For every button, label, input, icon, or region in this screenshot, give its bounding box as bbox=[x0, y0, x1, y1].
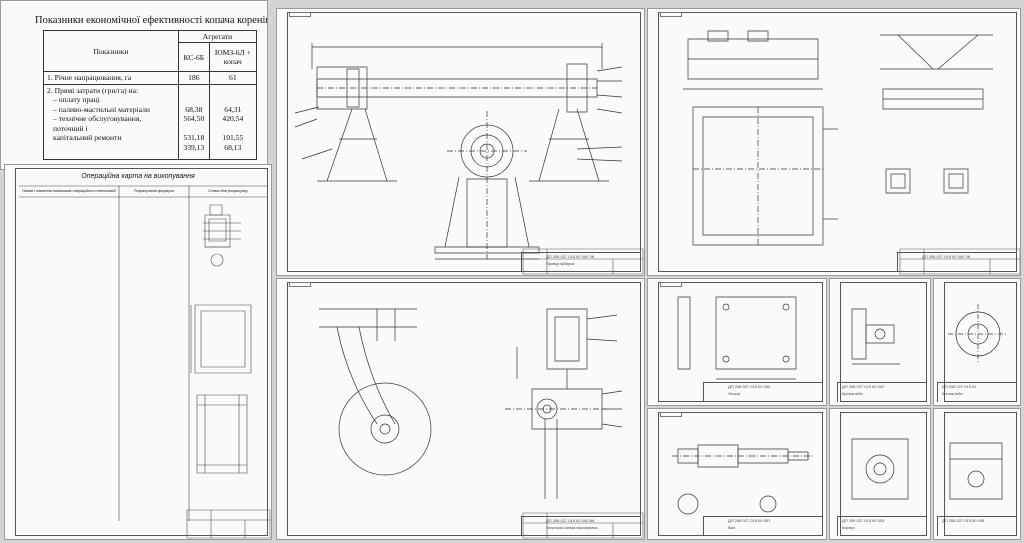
econ-v2-c: 101,55 bbox=[222, 133, 244, 143]
operation-card-title: Операційна карта на викопування bbox=[81, 173, 195, 180]
title-block-name: Корпус bbox=[842, 525, 855, 530]
detail-val-drawing bbox=[648, 409, 827, 540]
title-block: ДП 208 027 015 00 004 Опора bbox=[703, 382, 823, 402]
title-block: ДП 208 027 015 01 Кронштейн bbox=[937, 382, 1017, 402]
title-block: ДП 208 027 015 00 001 Вал bbox=[703, 516, 823, 536]
frame-assembly-sheet: ДП 208 027 015 00 000 ЗК bbox=[647, 8, 1021, 276]
econ-v2-d: 68,13 bbox=[224, 142, 242, 152]
econ-header-col2: ЮМЗ-6Л + копач bbox=[208, 42, 258, 73]
title-block-name: Загальна схема викопувача bbox=[546, 525, 598, 530]
econ-row1-label: 1. Річне напрацювання, га bbox=[43, 71, 179, 85]
title-block-name: Кронштейн bbox=[942, 391, 963, 396]
title-block-name: Кронштейн bbox=[842, 391, 863, 396]
detail-korpus-drawing bbox=[830, 409, 931, 540]
econ-row2-labels: 2. Прямі затрати (грн/га) на: – оплату п… bbox=[43, 83, 179, 160]
econ-v1-c: 531,18 bbox=[183, 133, 205, 143]
econ-v1-a: 68,38 bbox=[185, 104, 203, 114]
sheet-frame bbox=[944, 412, 1017, 536]
title-block: ДП 208 027 015 00 000 ЗК bbox=[897, 252, 1017, 272]
digger-scheme-sheet: ДП 208 027 015 00 000 ВК Загальна схема … bbox=[276, 278, 645, 540]
detail-sheet-kronshtein: ДП 208 027 015 00 002 Кронштейн bbox=[829, 278, 931, 406]
title-block: ДП 208 027 015 00 000 ВК Загальна схема … bbox=[521, 516, 641, 536]
detail-sheet-last: ДП 208 027 015 00 005 bbox=[933, 408, 1021, 540]
sheet-frame bbox=[658, 412, 823, 536]
econ-row2-item-c: – технічне обслуговування, bbox=[53, 114, 142, 124]
econ-row2-values2: 64,31 420,54 101,55 68,13 bbox=[208, 83, 258, 160]
econ-row1-value1: 186 bbox=[178, 71, 210, 85]
operation-card-parameters-text bbox=[23, 201, 25, 210]
econ-header-indicators: Показники bbox=[43, 29, 179, 73]
sheet-frame bbox=[658, 282, 823, 402]
operation-card-sheet: Операційна карта на викопування Назва і … bbox=[4, 164, 272, 540]
frame-assembly-drawing bbox=[648, 9, 1021, 276]
title-block-name: Опора bbox=[728, 391, 740, 396]
econ-header-col2-line1: ЮМЗ-6Л + bbox=[214, 48, 251, 57]
econ-v1-d: 339,13 bbox=[183, 142, 205, 152]
sheet-frame bbox=[287, 12, 641, 272]
detail-last-drawing bbox=[934, 409, 1021, 540]
econ-row2-item-d: поточний і bbox=[53, 123, 88, 133]
title-block-code: ДП 208 027 015 01 bbox=[942, 384, 977, 389]
title-block-code: ДП 208 027 015 00 000 ВК bbox=[546, 518, 595, 523]
title-block: ДП 208 027 015 00 002 Кронштейн bbox=[837, 382, 927, 402]
econ-header-col2-line2: копач bbox=[223, 57, 242, 67]
title-block-code: ДП 208 027 015 00 000 ЗК bbox=[922, 254, 971, 259]
title-block: ДП 208 027 015 00 000 ЗК Привід зубарки bbox=[521, 252, 641, 272]
sheet-frame bbox=[287, 282, 641, 536]
econ-row2-item-a: – оплату праці bbox=[53, 95, 100, 105]
sheet-frame bbox=[15, 168, 268, 536]
econ-row2-item-e: капітальний ремонти bbox=[53, 133, 122, 143]
econ-table: Показники Агрегати КС-6Б ЮМЗ-6Л + копач … bbox=[43, 29, 258, 160]
econ-row2-title: 2. Прямі затрати (грн/га) на: bbox=[47, 85, 139, 95]
econ-v2-a: 64,31 bbox=[224, 104, 242, 114]
sheet-frame bbox=[840, 282, 927, 402]
title-block-code: ДП 208 027 015 00 002 bbox=[842, 384, 885, 389]
economic-efficiency-sheet: Показники економічної ефективності копач… bbox=[0, 0, 268, 170]
drive-assembly-drawing bbox=[277, 9, 645, 276]
title-block-code: ДП 208 027 015 00 001 bbox=[728, 518, 771, 523]
col-header-scheme: Схема для розрахунку bbox=[208, 189, 248, 193]
col-header-formulas: Розрахункові формули bbox=[133, 189, 175, 193]
title-block-name: Привід зубарки bbox=[546, 261, 575, 266]
drive-assembly-sheet: ДП 208 027 015 00 000 ЗК Привід зубарки bbox=[276, 8, 645, 276]
econ-v2-b: 420,54 bbox=[222, 114, 244, 124]
econ-v1-b: 564,50 bbox=[183, 114, 205, 124]
detail-sheet-kronshtein-2: ДП 208 027 015 01 Кронштейн bbox=[933, 278, 1021, 406]
econ-row1-value2: 61 bbox=[208, 71, 258, 85]
detail-sheet-opora: ДП 208 027 015 00 004 Опора bbox=[647, 278, 827, 406]
detail-sheet-val: ДП 208 027 015 00 001 Вал bbox=[647, 408, 827, 540]
sheet-frame bbox=[944, 282, 1017, 402]
title-block-name: Вал bbox=[728, 525, 736, 530]
sheet-frame bbox=[840, 412, 927, 536]
title-block-code: ДП 208 027 015 00 000 ЗК bbox=[546, 254, 595, 259]
sheet-frame bbox=[658, 12, 1017, 272]
operation-card-drawing bbox=[5, 165, 272, 540]
title-block: ДП 208 027 015 00 005 bbox=[937, 516, 1017, 536]
econ-header-col1: КС-6Б bbox=[178, 42, 210, 73]
econ-title: Показники економічної ефективності копач… bbox=[35, 15, 268, 26]
detail-opora-drawing bbox=[648, 279, 827, 406]
title-block-code: ДП 208 027 015 00 005 bbox=[942, 518, 985, 523]
detail-kronshtein-2-drawing bbox=[934, 279, 1021, 406]
econ-row2-values1: 68,38 564,50 531,18 339,13 bbox=[178, 83, 210, 160]
title-block-code: ДП 208 027 015 00 004 bbox=[728, 384, 771, 389]
title-block: ДП 208 027 015 00 003 Корпус bbox=[837, 516, 927, 536]
econ-header-aggregates: Агрегати bbox=[178, 29, 257, 44]
col-header-parameters: Назва і значення показників операційних … bbox=[22, 189, 116, 193]
econ-row2-item-b: – паливо-мастильні матеріали bbox=[53, 104, 150, 114]
title-block-code: ДП 208 027 015 00 003 bbox=[842, 518, 885, 523]
digger-scheme-drawing bbox=[277, 279, 645, 540]
detail-sheet-korpus: ДП 208 027 015 00 003 Корпус bbox=[829, 408, 931, 540]
detail-kronshtein-drawing bbox=[830, 279, 931, 406]
